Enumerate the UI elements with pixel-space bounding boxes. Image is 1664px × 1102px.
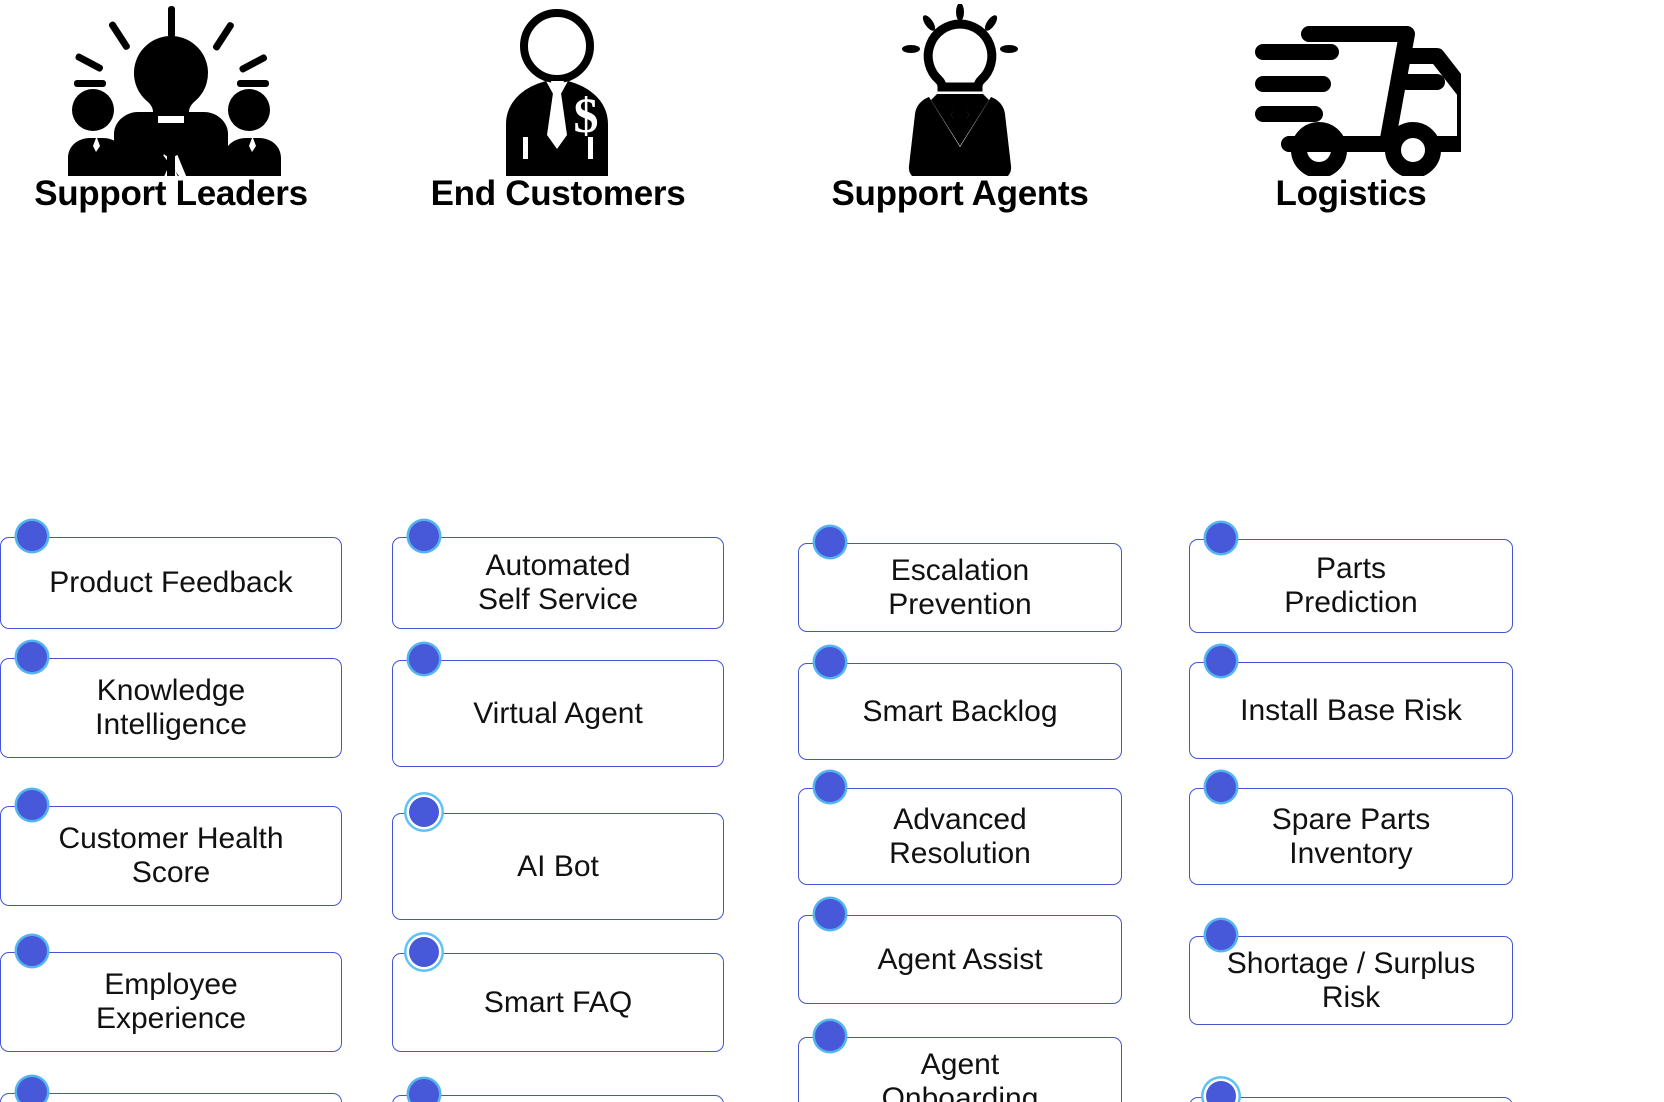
node-dot	[409, 797, 439, 827]
list-item[interactable]: Reorder Point	[1189, 1081, 1513, 1102]
delivery-truck-icon	[1241, 4, 1461, 176]
node-dot	[17, 521, 47, 551]
list-item[interactable]: Knowledge Intelligence	[0, 642, 342, 758]
agent-lightbulb-icon	[885, 4, 1035, 176]
column-end-customers: $ End Customers Automated Self Service V…	[392, 0, 724, 1102]
column-title: Support Leaders	[34, 174, 308, 213]
node-dot	[1206, 523, 1236, 553]
list-item-label: Parts Prediction	[1284, 552, 1418, 619]
list-item[interactable]: Agent Assist	[798, 899, 1122, 1004]
list-item-label: AI Bot	[517, 849, 599, 883]
node-dot	[1206, 920, 1236, 950]
list-item[interactable]: Smart Backlog	[798, 647, 1122, 760]
node-dot	[815, 1021, 845, 1051]
column-header-end-customers: $ End Customers	[392, 0, 724, 250]
list-item[interactable]: Virtual Agent	[392, 644, 724, 767]
list-item-label: Product Feedback	[49, 566, 293, 600]
list-item[interactable]: AI Bot	[392, 797, 724, 920]
list-item[interactable]: Employee Experience	[0, 936, 342, 1052]
list-item[interactable]: Slack Resolve	[392, 1079, 724, 1102]
list-item[interactable]: Tribal Knowledge Conversion	[0, 1077, 342, 1102]
list-item-label: Smart Backlog	[862, 694, 1058, 728]
list-item-label: Advanced Resolution	[889, 802, 1031, 870]
list-item-label: Customer Health Score	[58, 822, 284, 889]
node-dot	[409, 521, 439, 551]
column-header-support-leaders: Support Leaders	[0, 0, 342, 250]
node-dot	[17, 642, 47, 672]
list-item-label: Agent Onboarding	[881, 1047, 1039, 1102]
node-dot	[1206, 772, 1236, 802]
list-item-label: Employee Experience	[95, 968, 247, 1035]
list-item-label: Spare Parts Inventory	[1271, 802, 1431, 870]
list-item-label: Automated Self Service	[477, 549, 639, 616]
column-header-support-agents: Support Agents	[798, 0, 1122, 250]
node-dot	[815, 527, 845, 557]
list-item[interactable]: Spare Parts Inventory	[1189, 772, 1513, 885]
node-dot	[409, 1079, 439, 1102]
node-dot	[815, 772, 845, 802]
column-support-leaders: Support Leaders Product Feedback Knowled…	[0, 0, 342, 1102]
column-title: Logistics	[1275, 174, 1427, 213]
column-title: End Customers	[430, 174, 686, 213]
team-lightbulb-icon	[46, 4, 296, 176]
list-item[interactable]: Escalation Prevention	[798, 527, 1122, 632]
node-dot	[17, 936, 47, 966]
node-dot	[1206, 646, 1236, 676]
list-item-label: Smart FAQ	[483, 985, 633, 1019]
node-dot	[17, 1077, 47, 1102]
column-title: Support Agents	[831, 174, 1089, 213]
list-item[interactable]: Agent Onboarding	[798, 1021, 1122, 1102]
list-item-label: Shortage / Surplus Risk	[1226, 946, 1476, 1014]
list-item-label: Virtual Agent	[473, 696, 643, 730]
node-dot	[1206, 1081, 1236, 1102]
node-dot	[409, 937, 439, 967]
node-dot	[409, 644, 439, 674]
list-item[interactable]: Advanced Resolution	[798, 772, 1122, 885]
list-item-label: Install Base Risk	[1240, 693, 1462, 727]
list-item-label: Escalation Prevention	[888, 553, 1032, 621]
column-support-agents: Support Agents Escalation Prevention Sma…	[798, 0, 1122, 1102]
node-dot	[815, 899, 845, 929]
list-item[interactable]: Install Base Risk	[1189, 646, 1513, 759]
list-item[interactable]: Product Feedback	[0, 521, 342, 629]
list-item[interactable]: Customer Health Score	[0, 790, 342, 906]
list-item[interactable]: Parts Prediction	[1189, 523, 1513, 633]
list-item[interactable]: Smart FAQ	[392, 937, 724, 1052]
svg-text:$: $	[574, 87, 599, 143]
list-item-label: Agent Assist	[877, 942, 1043, 976]
list-item[interactable]: Automated Self Service	[392, 521, 724, 629]
column-header-logistics: Logistics	[1189, 0, 1513, 250]
list-item-label: Knowledge Intelligence	[95, 674, 247, 741]
businessperson-dollar-icon: $	[478, 4, 638, 176]
node-dot	[17, 790, 47, 820]
node-dot	[815, 647, 845, 677]
list-item[interactable]: Shortage / Surplus Risk	[1189, 920, 1513, 1025]
column-logistics: Logistics Parts Prediction Install Base …	[1189, 0, 1513, 1102]
